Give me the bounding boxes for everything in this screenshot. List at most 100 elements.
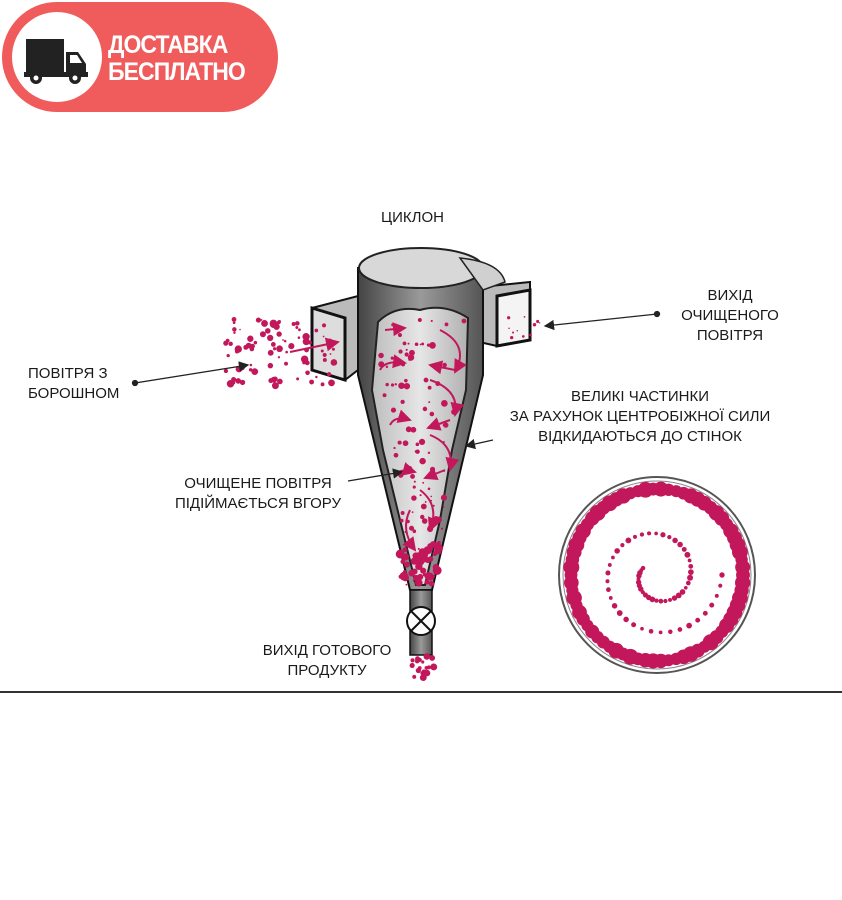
particle — [418, 438, 426, 446]
particle — [605, 570, 611, 576]
particle — [398, 382, 405, 389]
particle — [405, 426, 412, 433]
particle — [421, 660, 425, 664]
particle — [234, 349, 240, 354]
particle — [404, 352, 409, 357]
particle — [419, 674, 427, 682]
particle — [647, 531, 652, 536]
particle — [398, 574, 403, 579]
particle — [423, 377, 429, 383]
particle — [685, 580, 691, 586]
particle — [432, 504, 435, 507]
particle — [248, 344, 251, 347]
particle — [328, 379, 335, 387]
particle — [239, 379, 246, 386]
particle — [427, 451, 431, 455]
particle — [390, 356, 394, 360]
particle — [411, 511, 414, 513]
particle — [253, 340, 258, 345]
particle — [320, 382, 325, 387]
particle — [667, 534, 672, 540]
particle — [420, 671, 425, 676]
particle — [322, 323, 327, 328]
particle — [399, 518, 404, 523]
particle — [397, 332, 403, 338]
particle — [671, 595, 678, 601]
particle — [400, 399, 405, 405]
particle — [688, 569, 694, 576]
particle — [322, 352, 327, 358]
particle — [608, 596, 613, 600]
particle — [276, 345, 283, 353]
particle — [327, 338, 333, 343]
particle — [414, 578, 423, 587]
particle — [276, 331, 282, 337]
particle — [403, 561, 410, 568]
particle — [687, 558, 692, 563]
particle — [461, 318, 467, 324]
particle — [421, 518, 428, 524]
particle — [398, 472, 404, 478]
particle — [277, 356, 281, 359]
particle — [382, 393, 387, 398]
particle — [648, 629, 654, 634]
particle — [297, 336, 301, 339]
particle — [309, 379, 315, 385]
particle — [658, 598, 664, 604]
particle — [411, 495, 417, 501]
particle — [436, 549, 442, 555]
particle — [248, 368, 253, 372]
particle — [620, 543, 625, 548]
particle — [402, 553, 410, 561]
particle — [668, 629, 673, 634]
particle — [322, 357, 327, 362]
particle — [718, 583, 723, 588]
particle — [247, 335, 254, 342]
particle — [400, 510, 405, 515]
particle — [402, 341, 407, 346]
label-line: ПРОДУКТУ — [287, 662, 367, 679]
particle — [270, 341, 276, 347]
particle — [605, 579, 610, 584]
particle — [408, 349, 415, 356]
particle — [251, 368, 259, 376]
particle — [284, 361, 289, 366]
particle — [421, 342, 425, 346]
particle — [419, 343, 422, 346]
particle — [640, 565, 646, 571]
particle — [508, 327, 510, 330]
particle — [249, 363, 253, 367]
particle — [421, 552, 429, 559]
particle — [393, 452, 399, 458]
particle — [322, 335, 325, 338]
cross-section — [558, 476, 756, 674]
particle — [412, 529, 417, 534]
particle — [408, 569, 416, 577]
particle — [702, 610, 708, 616]
particle — [521, 335, 525, 338]
label-line: ВІДКИДАЮТЬСЯ ДО СТІНОК — [538, 428, 742, 445]
label-line: ВЕЛИКІ ЧАСТИНКИ — [570, 388, 709, 405]
particle — [427, 546, 434, 552]
particle — [631, 622, 637, 628]
particle — [419, 494, 422, 497]
particle — [672, 537, 678, 544]
particle — [663, 598, 668, 604]
truck-icon — [12, 12, 102, 102]
particle — [390, 407, 397, 413]
particle — [320, 349, 324, 353]
particle — [430, 663, 438, 671]
particle — [415, 656, 420, 662]
particle — [305, 370, 310, 376]
particle — [420, 567, 427, 574]
particle — [329, 353, 332, 355]
particle — [679, 589, 686, 595]
particle — [231, 317, 237, 322]
particle — [239, 328, 241, 331]
particle — [288, 343, 295, 350]
particle — [415, 449, 420, 454]
particle — [623, 616, 629, 623]
particle — [420, 503, 427, 510]
particle — [417, 547, 420, 550]
outlet-air-label: ВИХІД ОЧИЩЕНОГО ПОВІТРЯ — [660, 286, 800, 346]
